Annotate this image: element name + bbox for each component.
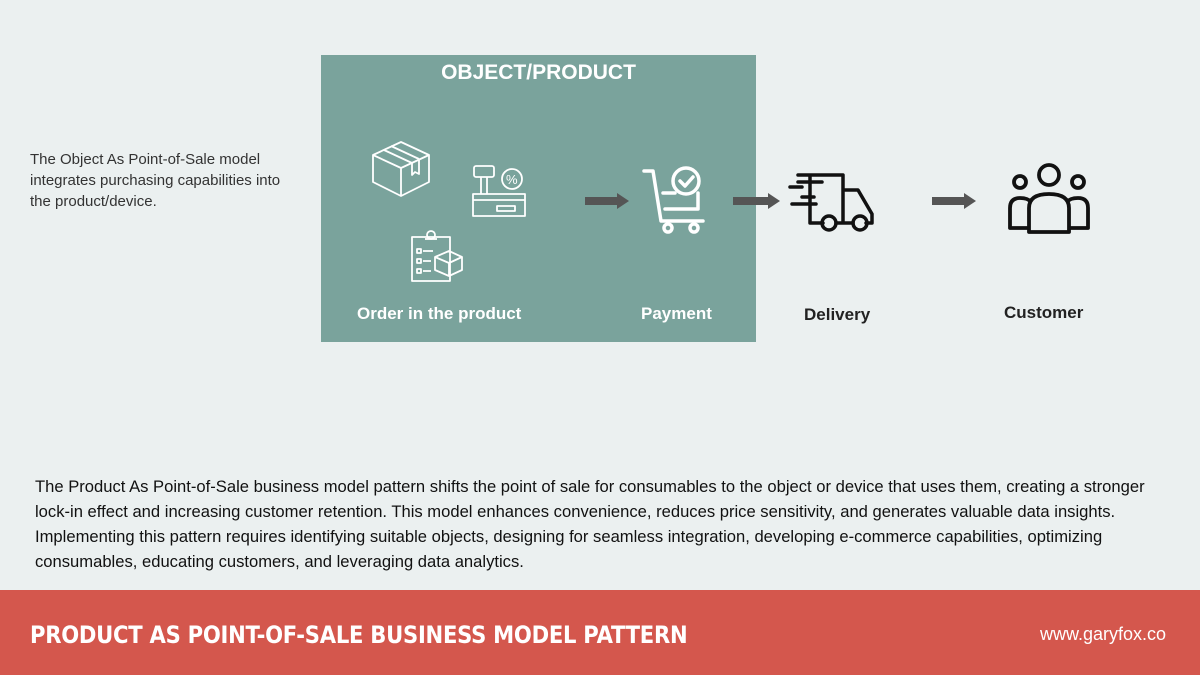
- delivery-truck-icon: [788, 173, 874, 232]
- box-title: OBJECT/PRODUCT: [441, 61, 636, 84]
- intro-text: The Object As Point-of-Sale model integr…: [30, 151, 281, 210]
- footer-title: PRODUCT AS POINT-OF-SALE BUSINESS MODEL …: [30, 621, 688, 649]
- customers-group-icon: [1008, 163, 1090, 234]
- arrow-stub-icon: [733, 197, 756, 205]
- arrow-icon: [932, 193, 976, 209]
- pos-scale-icon: %: [472, 165, 526, 217]
- order-label: Order in the product: [357, 304, 522, 323]
- svg-text:%: %: [506, 172, 518, 187]
- footer-url[interactable]: www.garyfox.co: [1039, 624, 1166, 644]
- payment-label: Payment: [641, 304, 712, 323]
- description-paragraph: The Product As Point-of-Sale business mo…: [35, 477, 1145, 571]
- arrow-icon: [585, 193, 629, 209]
- delivery-label: Delivery: [804, 305, 871, 324]
- object-product-box: OBJECT/PRODUCT % Order i: [321, 55, 756, 342]
- arrow-icon: [756, 193, 780, 209]
- customer-label: Customer: [1004, 303, 1084, 322]
- package-box-icon: [372, 141, 430, 197]
- order-icons: %: [372, 141, 526, 282]
- cart-check-icon: [642, 166, 705, 234]
- clipboard-order-icon: [411, 230, 463, 282]
- footer-bar: PRODUCT AS POINT-OF-SALE BUSINESS MODEL …: [0, 590, 1200, 675]
